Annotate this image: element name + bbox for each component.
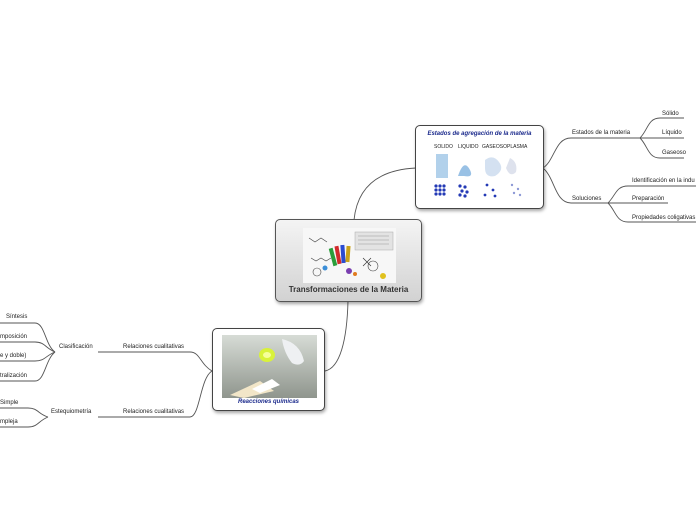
branch-descomposicion[interactable]: mposición	[0, 334, 28, 340]
branch-solido[interactable]: Sólido	[662, 111, 679, 117]
branch-soluciones[interactable]: Soluciones	[572, 196, 602, 202]
chemistry-collage-image	[303, 228, 396, 283]
branch-neutralizacion[interactable]: tralización	[0, 373, 28, 379]
branch-estados-de-la-materia[interactable]: Estados de la materia	[572, 130, 631, 136]
central-title: Transformaciones de la Materia	[288, 285, 409, 294]
state-label-plasma: PLASMA	[507, 144, 528, 150]
branch-gaseoso[interactable]: Gaseoso	[662, 150, 687, 156]
branch-simple-y-doble[interactable]: e y doble)	[0, 353, 27, 359]
reaction-lab-image	[222, 335, 317, 398]
estados-title: Estados de agregación de la materia	[427, 131, 532, 137]
branch-relaciones-cualitativas-2[interactable]: Relaciones cualitativas	[123, 409, 185, 415]
state-label-liquido: LIQUIDO	[458, 144, 479, 150]
branch-preparacion[interactable]: Preparación	[632, 196, 665, 202]
branch-sintesis[interactable]: Síntesis	[6, 314, 28, 320]
branch-relaciones-cualitativas-1[interactable]: Relaciones cualitativas	[123, 344, 185, 350]
reacciones-title: Reacciones químicas	[237, 399, 300, 405]
central-node[interactable]: Transformaciones de la Materia	[275, 219, 422, 302]
branch-compleja[interactable]: mpleja	[0, 419, 18, 425]
branch-liquido[interactable]: Líquido	[662, 130, 682, 136]
branch-identificacion[interactable]: Identificación en la indu	[632, 178, 695, 184]
states-of-matter-image: SOLIDO LIQUIDO GASEOSO PLASMA	[430, 140, 531, 202]
state-label-solido: SOLIDO	[434, 144, 453, 150]
branch-estequiometria[interactable]: Estequiometría	[51, 409, 92, 415]
branch-clasificacion[interactable]: Clasificación	[59, 344, 93, 350]
reacciones-node[interactable]: Reacciones químicas	[212, 328, 325, 411]
state-label-gaseoso: GASEOSO	[482, 144, 507, 150]
branch-propiedades[interactable]: Propiedades coligativas	[632, 215, 696, 221]
estados-node[interactable]: Estados de agregación de la materia SOLI…	[415, 125, 544, 209]
branch-simple[interactable]: Simple	[0, 400, 19, 406]
